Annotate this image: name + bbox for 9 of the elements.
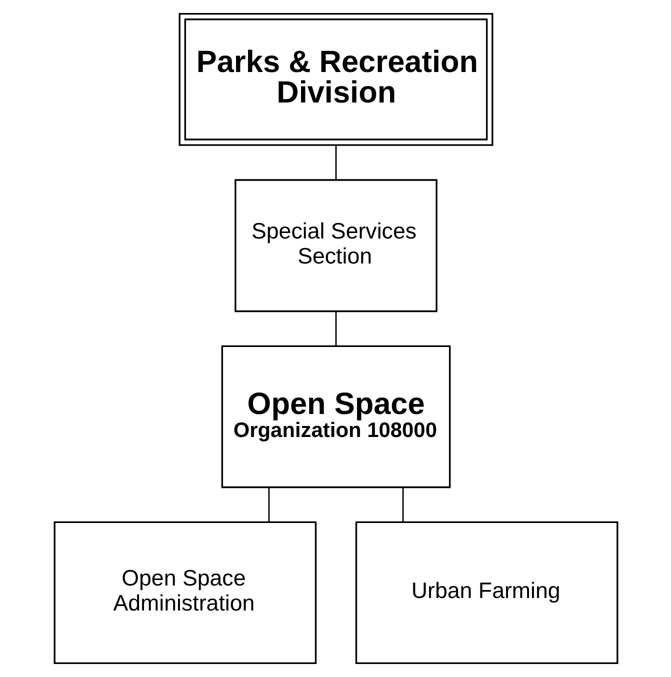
connector [268, 487, 270, 522]
connector [334, 145, 336, 180]
node-box: Parks & Recreation Division [178, 12, 493, 146]
node-box: Special Services Section [234, 179, 437, 312]
connector [402, 487, 404, 522]
node-box: Urban Farming [354, 521, 618, 664]
connector [334, 311, 336, 346]
node-box: Open Space Administration [53, 521, 316, 664]
node-box: Open Space Organization 108000 [220, 345, 450, 488]
